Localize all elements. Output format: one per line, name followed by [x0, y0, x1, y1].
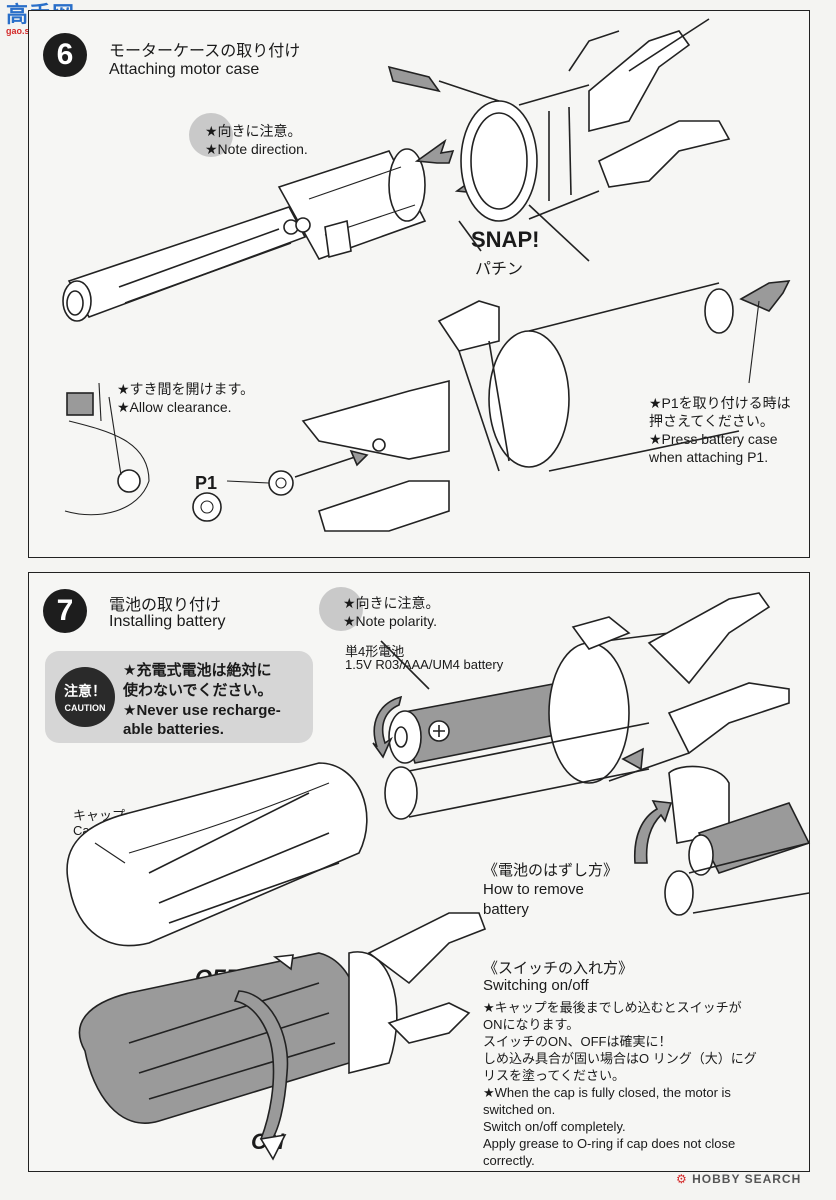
- clearance-note-en: ★Allow clearance.: [117, 399, 232, 415]
- press-note-en-2: when attaching P1.: [649, 449, 769, 465]
- switch-note-jp-1: ★キャップを最後までしめ込むとスイッチが: [483, 1000, 742, 1015]
- hilt-bottom-drawing: [301, 282, 740, 532]
- remove-title-jp: 《電池のはずし方》: [483, 862, 619, 879]
- battery-label-jp: 単4形電池: [345, 644, 405, 659]
- step-7-panel: 7 電池の取り付け Installing battery ★向きに注意。 ★No…: [28, 572, 811, 1172]
- step-6-illustration: [62, 18, 791, 532]
- step-7-number: 7: [43, 589, 87, 633]
- step-7-illustration: [66, 592, 811, 1161]
- step-6-title-jp: モーターケースの取り付け: [109, 43, 301, 60]
- switch-note-en-2: switched on.: [483, 1102, 556, 1117]
- remove-battery-inset: [633, 765, 811, 916]
- caution-box: 注意！ CAUTION ★充電式電池は絶対に 使わないでください。 ★Never…: [45, 651, 313, 743]
- part-p1-label: P1: [195, 473, 218, 493]
- note-polarity-en: ★Note polarity.: [343, 613, 437, 629]
- hobby-search-logo-icon: ⚙: [676, 1172, 688, 1186]
- switch-note-en-5: correctly.: [483, 1153, 535, 1168]
- press-note-jp-2: 押さえてください。: [649, 413, 774, 429]
- remove-title-en-2: battery: [483, 901, 529, 918]
- caution-en-2: able batteries.: [123, 721, 224, 738]
- switch-assembly-drawing: [78, 912, 487, 1161]
- step-6-title-en: Attaching motor case: [109, 61, 260, 78]
- step-7-title-jp: 電池の取り付け: [109, 597, 222, 614]
- switch-title-en: Switching on/off: [483, 977, 589, 994]
- switch-note-jp-2: ONになります。: [483, 1017, 580, 1032]
- lift-arrow: [633, 800, 673, 864]
- snap-label-en: SNAP!: [471, 227, 540, 252]
- switch-title-jp: 《スイッチの入れ方》: [483, 960, 634, 977]
- hilt-step7-drawing: [384, 592, 790, 820]
- clearance-gear-icon: [66, 392, 94, 416]
- caution-en-1: ★Never use recharge-: [123, 702, 281, 719]
- p1-gear-icon: [192, 492, 222, 522]
- battery-label-en: 1.5V R03/AAA/UM4 battery: [345, 657, 504, 672]
- note-direction-en: ★Note direction.: [205, 141, 308, 157]
- switch-note-en-3: Switch on/off completely.: [483, 1119, 626, 1134]
- switch-note-jp-5: リスを塗ってください。: [483, 1068, 625, 1083]
- press-note-jp-1: ★P1を取り付ける時は: [649, 395, 791, 411]
- rotate-arrow: [372, 695, 403, 759]
- note-direction-burst: [189, 113, 233, 157]
- note-polarity-burst: [319, 587, 363, 631]
- snap-label-jp: パチン: [475, 261, 524, 278]
- cap-drawing: [66, 762, 368, 947]
- note-direction-jp: ★向きに注意。: [205, 123, 302, 139]
- insert-arrow-1: [414, 138, 455, 164]
- note-polarity-jp: ★向きに注意。: [343, 595, 440, 611]
- step-6-number: 6: [43, 33, 87, 77]
- switch-note-jp-3: スイッチのON、OFFは確実に！: [483, 1034, 672, 1049]
- press-arrow: [739, 280, 791, 312]
- caution-jp-2: 使わないでください。: [123, 682, 273, 699]
- step-7-title-en: Installing battery: [109, 613, 226, 630]
- switch-note-jp-4: しめ込み具合が固い場合はO リング（大）にグ: [483, 1051, 757, 1066]
- caution-jp-1: ★充電式電池は絶対に: [123, 662, 272, 679]
- caution-badge-en: CAUTION: [64, 703, 106, 713]
- hilt-top-drawing: [460, 18, 731, 222]
- clearance-note-jp: ★すき間を開けます。: [117, 381, 255, 397]
- caution-badge-jp: 注意！: [64, 683, 106, 699]
- step-6-panel: 6 モーターケースの取り付け Attaching motor case ★向きに…: [28, 10, 810, 558]
- switch-note-en-1: ★When the cap is fully closed, the motor…: [483, 1085, 731, 1100]
- hobby-search-watermark: ⚙ HOBBY SEARCH: [676, 1172, 802, 1186]
- motor-case-drawing: [62, 148, 427, 322]
- remove-title-en-1: How to remove: [483, 881, 584, 898]
- tool-arrow: [387, 65, 441, 93]
- pinion-p1-drawing: [268, 470, 294, 496]
- switch-note-en-4: Apply grease to O-ring if cap does not c…: [483, 1136, 736, 1151]
- caution-badge: 注意！ CAUTION: [55, 667, 115, 727]
